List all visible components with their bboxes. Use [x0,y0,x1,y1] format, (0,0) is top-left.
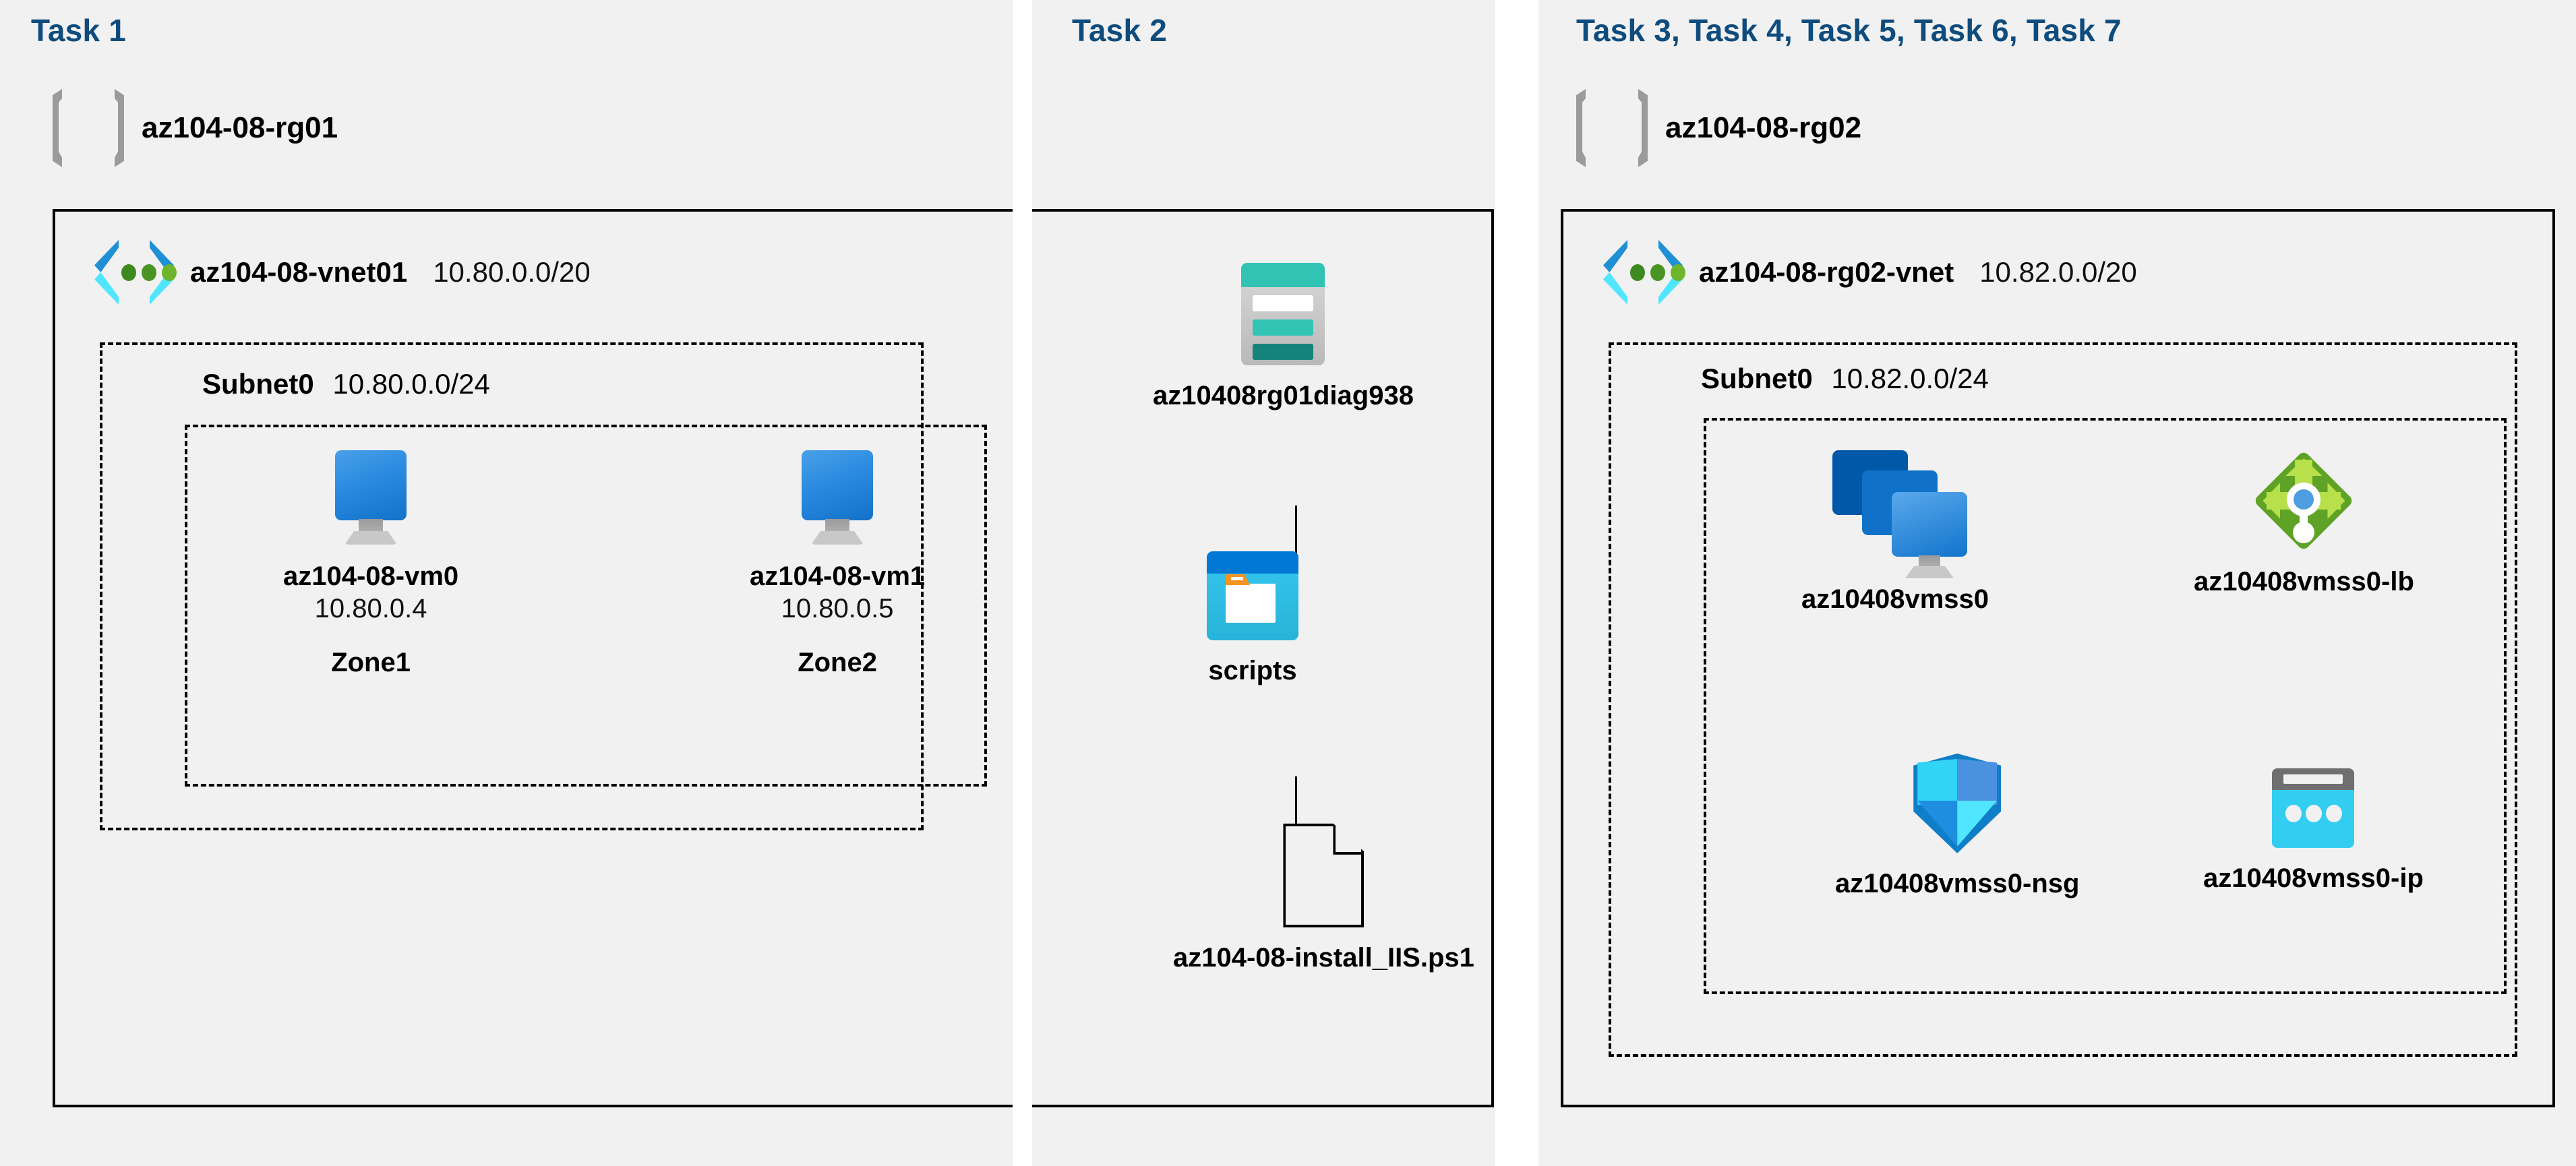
task3-panel [1538,0,2576,1166]
vnet-cidr: 10.80.0.0/20 [433,256,591,288]
script-file-icon [1283,824,1365,927]
task2-label: Task 2 [1072,13,1167,48]
vm-node-vm0[interactable]: az104-08-vm0 10.80.0.4 Zone1 [283,450,458,678]
virtual-machine-icon [327,450,415,546]
vm-ip: 10.80.0.4 [314,594,427,624]
subnet0-vnet01-label: Subnet0 10.80.0.0/24 [202,368,490,400]
network-security-group-icon [1913,754,2002,853]
vnet02-boundary [1561,209,2555,1107]
vmss-resources-boundary [1704,418,2507,994]
blob-container-name: scripts [1208,656,1297,685]
panel-gap-1 [1013,0,1032,1166]
vnet01-header[interactable]: az104-08-vnet01 10.80.0.0/20 [94,237,591,307]
availability-zones-boundary [185,425,987,787]
subnet0-vnet02-label: Subnet0 10.82.0.0/24 [1701,363,1989,395]
network-security-group-node[interactable]: az10408vmss0-nsg [1835,754,2079,900]
public-ip-address-name: az10408vmss0-ip [2203,863,2424,893]
resource-group-icon [1576,89,1648,167]
subnet0-vnet02-boundary [1609,342,2517,1057]
vnet02-header[interactable]: az104-08-rg02-vnet 10.82.0.0/20 [1603,237,2137,307]
script-file-node[interactable]: az104-08-install_IIS.ps1 [1173,824,1474,974]
load-balancer-name: az10408vmss0-lb [2194,567,2414,596]
panel-gap-2 [1495,0,1538,1166]
script-file-name: az104-08-install_IIS.ps1 [1173,943,1474,973]
vnet-name: az104-08-rg02-vnet [1699,256,1954,288]
vm-name: az104-08-vm0 [283,561,459,591]
storage-account-node[interactable]: az10408rg01diag938 [1153,263,1414,412]
vm-zone: Zone2 [798,648,877,678]
vm-zone: Zone1 [331,648,411,678]
resource-group-name: az104-08-rg01 [142,111,338,144]
vm-scale-set-node[interactable]: az10408vmss0 [1801,450,1989,615]
storage-account-icon [1241,263,1325,365]
subnet-cidr: 10.82.0.0/24 [1831,363,1989,394]
resource-group-rg01[interactable]: az104-08-rg01 [53,89,338,167]
blob-container-icon [1207,551,1298,640]
virtual-network-icon [94,237,177,307]
resource-group-name: az104-08-rg02 [1665,111,1862,144]
network-security-group-name: az10408vmss0-nsg [1835,869,2080,898]
vm-scale-set-name: az10408vmss0 [1801,584,1989,614]
vm-node-vm1[interactable]: az104-08-vm1 10.80.0.5 Zone2 [750,450,925,678]
virtual-machine-icon [793,450,881,546]
load-balancer-node[interactable]: az10408vmss0-lb [2194,450,2414,598]
virtual-network-icon [1603,237,1685,307]
public-ip-address-icon [2272,768,2355,848]
subnet-name: Subnet0 [202,368,314,400]
subnet-name: Subnet0 [1701,363,1813,394]
vm-name: az104-08-vm1 [750,561,926,591]
vm-ip: 10.80.0.5 [781,594,894,624]
connector-container-to-file [1295,776,1297,825]
vnet-name: az104-08-vnet01 [190,256,408,288]
subnet0-vnet01-boundary [100,342,924,830]
storage-account-name: az10408rg01diag938 [1153,381,1414,410]
task3-label: Task 3, Task 4, Task 5, Task 6, Task 7 [1576,13,2122,48]
task1-label: Task 1 [31,13,126,48]
vnet01-boundary [53,209,1494,1107]
connector-storage-to-container [1295,505,1297,554]
resource-group-icon [53,89,124,167]
vnet-cidr: 10.82.0.0/20 [1979,256,2137,288]
subnet-cidr: 10.80.0.0/24 [332,368,490,400]
load-balancer-icon [2253,450,2355,551]
public-ip-address-node[interactable]: az10408vmss0-ip [2203,768,2424,894]
resource-group-rg02[interactable]: az104-08-rg02 [1576,89,1861,167]
task1-panel [0,0,1013,1166]
vm-scale-set-icon [1832,450,1968,578]
blob-container-node[interactable]: scripts [1207,551,1298,687]
